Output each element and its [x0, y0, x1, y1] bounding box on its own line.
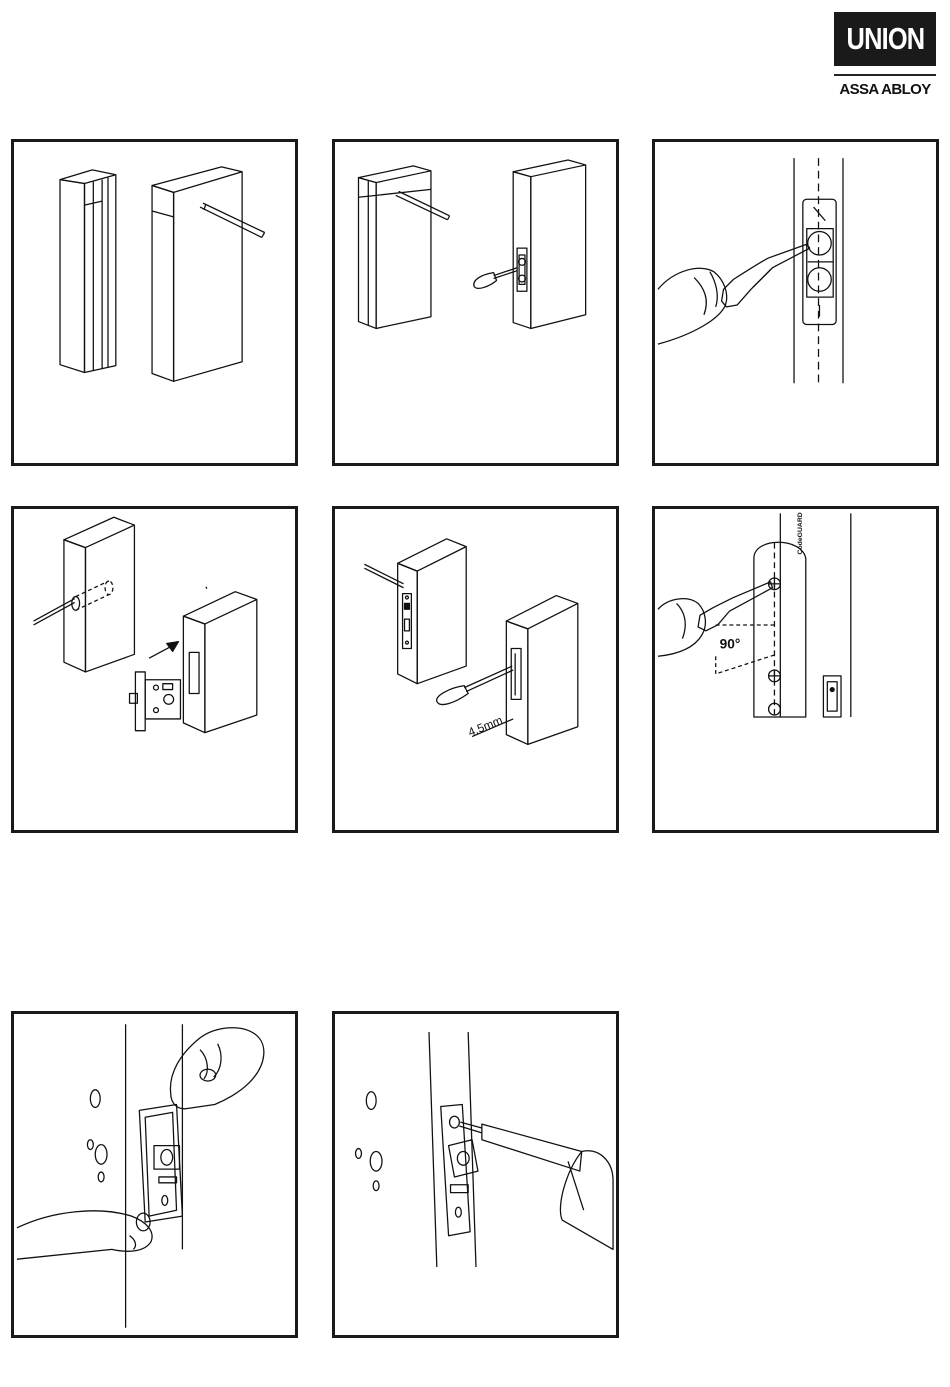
plate-brand-text: CodeGUARD — [797, 512, 804, 554]
step-5-panel: 4.5mm — [332, 506, 619, 833]
step-3-illustration — [655, 142, 936, 463]
step-1-panel — [11, 139, 298, 466]
step-6-illustration: CodeGUARD 90° — [655, 509, 936, 830]
step-8-panel — [332, 1011, 619, 1338]
step-1-illustration — [14, 142, 295, 463]
parent-brand-name: ASSA ABLOY — [834, 81, 936, 98]
union-assa-abloy-logo: UNION ASSA ABLOY — [834, 12, 936, 102]
step-6-panel: CodeGUARD 90° — [652, 506, 939, 833]
step-4-illustration — [14, 509, 295, 830]
logo-divider — [834, 74, 936, 76]
step-5-illustration: 4.5mm — [335, 509, 616, 830]
brand-name: UNION — [846, 21, 924, 57]
step-8-illustration — [335, 1014, 616, 1335]
step-2-panel — [332, 139, 619, 466]
union-logo-box: UNION — [834, 12, 936, 66]
step-4-panel — [11, 506, 298, 833]
angle-label: 90° — [720, 636, 741, 651]
recess-depth-label: 4.5mm — [466, 714, 504, 739]
step-3-panel — [652, 139, 939, 466]
step-7-illustration — [14, 1014, 295, 1335]
step-2-illustration — [335, 142, 616, 463]
step-7-panel — [11, 1011, 298, 1338]
